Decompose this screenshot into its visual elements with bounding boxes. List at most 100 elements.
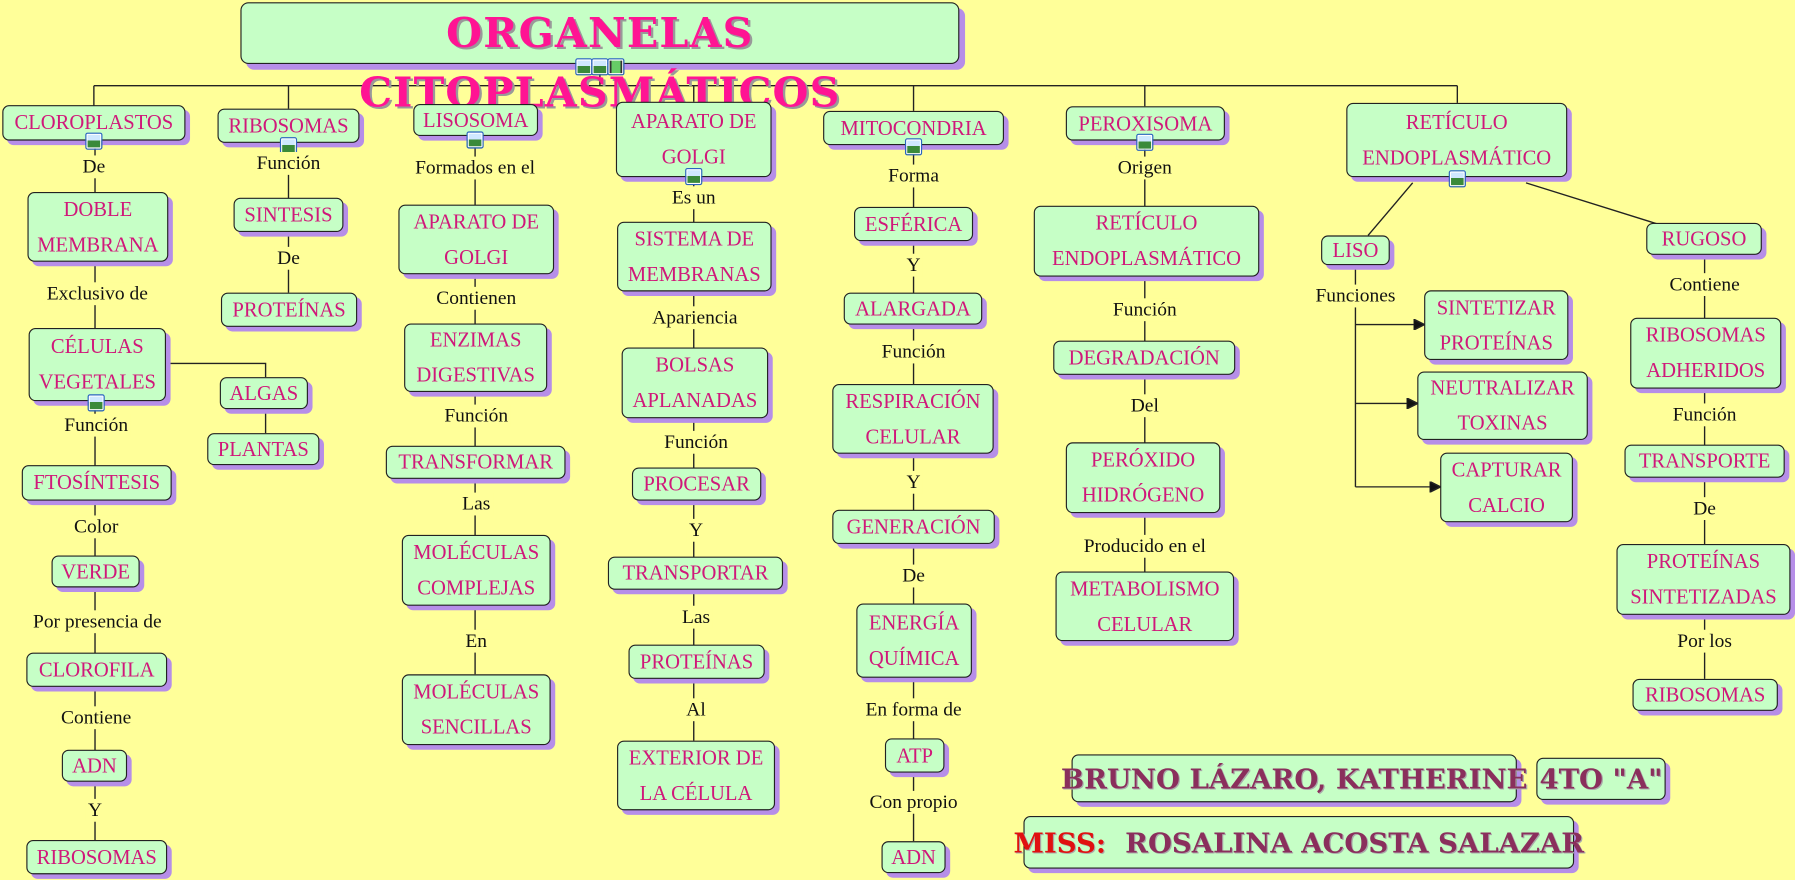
link-label: En forma de xyxy=(863,698,964,722)
audio-icon[interactable] xyxy=(575,58,593,76)
node-algas[interactable]: ALGAS xyxy=(219,377,308,410)
link-label: Contienen xyxy=(433,286,519,310)
miss-label: MISS: xyxy=(1013,825,1107,859)
link-label: Función xyxy=(879,340,948,364)
teacher-name: ROSALINA ACOSTA SALAZAR xyxy=(1106,825,1585,859)
node-energia-quimica[interactable]: ENERGÍA QUÍMICA xyxy=(856,603,972,678)
image-icon[interactable] xyxy=(1448,170,1466,188)
node-ribosomas[interactable]: RIBOSOMAS xyxy=(26,840,168,875)
link-label: Contiene xyxy=(58,706,134,730)
grade-label: 4TO "A" xyxy=(1536,757,1666,801)
author-name: BRUNO LÁZARO, KATHERINE xyxy=(1061,754,1528,803)
link-label: Apariencia xyxy=(649,306,740,330)
link-label: Exclusivo de xyxy=(44,282,151,306)
link-label: Y xyxy=(686,518,706,542)
node-proteinas[interactable]: PROTEÍNAS xyxy=(220,292,358,327)
node-neutralizar-toxinas[interactable]: NEUTRALIZAR TOXINAS xyxy=(1417,371,1588,441)
node-transporte[interactable]: TRANSPORTE xyxy=(1624,444,1785,478)
node-clorofila[interactable]: CLOROFILA xyxy=(26,652,168,687)
link-label: Y xyxy=(904,470,923,494)
node-adn[interactable]: ADN xyxy=(881,841,946,874)
link-label: Las xyxy=(459,492,493,516)
node-cloroplastos[interactable]: CLOROPLASTOS xyxy=(2,105,186,141)
node-rugoso[interactable]: RUGOSO xyxy=(1646,222,1762,255)
node-lisosoma[interactable]: LISOSOMA xyxy=(413,104,539,137)
node-proteinas[interactable]: PROTEÍNAS xyxy=(628,644,765,679)
image-icon[interactable] xyxy=(85,132,103,150)
link-label: De xyxy=(1690,497,1719,521)
link-label: Y xyxy=(85,798,105,822)
node-metabolismo-celular[interactable]: METABOLISMO CELULAR xyxy=(1055,571,1235,642)
link-label: Por los xyxy=(1675,629,1735,653)
link-label: En xyxy=(463,629,490,653)
link-label: De xyxy=(80,155,108,179)
link-label: Formados en el xyxy=(412,156,538,180)
link-label: Contiene xyxy=(1667,273,1743,297)
link-label: Al xyxy=(684,698,709,722)
node-sintetizar-proteinas[interactable]: SINTETIZAR PROTEÍNAS xyxy=(1424,290,1569,361)
node-reticulo-endoplasmatico[interactable]: RETÍCULO ENDOPLASMÁTICO xyxy=(1346,102,1568,178)
link-label: Color xyxy=(71,515,121,539)
node-procesar[interactable]: PROCESAR xyxy=(631,467,762,501)
node-respiracion-celular[interactable]: RESPIRACIÓN CELULAR xyxy=(832,384,994,454)
node-transformar[interactable]: TRANSFORMAR xyxy=(385,445,566,479)
node-alargada[interactable]: ALARGADA xyxy=(843,292,983,325)
image-icon[interactable] xyxy=(1136,133,1154,151)
node-aparato-de-golgi[interactable]: APARATO DE GOLGI xyxy=(398,204,555,275)
link-label: Función xyxy=(61,413,131,437)
node-peroxisoma[interactable]: PEROXISOMA xyxy=(1065,106,1225,141)
link-label: De xyxy=(899,564,928,588)
link-label: De xyxy=(274,246,303,270)
link-label: Las xyxy=(679,605,713,629)
node-mitocondria[interactable]: MITOCONDRIA xyxy=(823,110,1004,146)
page-title: ORGANELAS CITOPLASMÁTICOS xyxy=(240,2,960,117)
image-icon[interactable] xyxy=(685,168,703,186)
node-fotosintesis[interactable]: FTOSÍNTESIS xyxy=(21,465,172,501)
node-doble-membrana[interactable]: DOBLE MEMBRANA xyxy=(27,192,169,262)
node-atp[interactable]: ATP xyxy=(884,738,945,773)
image-icon[interactable] xyxy=(591,58,609,76)
teacher-box: MISS: ROSALINA ACOSTA SALAZAR xyxy=(1014,816,1584,869)
node-plantas[interactable]: PLANTAS xyxy=(207,433,320,466)
node-ribosomas[interactable]: RIBOSOMAS xyxy=(1632,678,1778,711)
node-reticulo-endoplasmatico[interactable]: RETÍCULO ENDOPLASMÁTICO xyxy=(1033,205,1260,277)
node-degradacion[interactable]: DEGRADACIÓN xyxy=(1053,340,1236,375)
node-esferica[interactable]: ESFÉRICA xyxy=(854,206,974,242)
link-label: Producido en el xyxy=(1081,534,1209,558)
node-exterior-de-la-celula[interactable]: EXTERIOR DE LA CÉLULA xyxy=(617,740,776,811)
node-capturar-calcio[interactable]: CAPTURAR CALCIO xyxy=(1440,452,1573,523)
node-proteinas-sintetizadas[interactable]: PROTEÍNAS SINTETIZADAS xyxy=(1616,544,1791,615)
node-sistema-de-membranas[interactable]: SISTEMA DE MEMBRANAS xyxy=(617,221,772,292)
node-peroxido-hidrogeno[interactable]: PERÓXIDO HIDRÓGENO xyxy=(1065,442,1221,514)
link-label: Y xyxy=(904,253,923,277)
link-label: Del xyxy=(1128,394,1162,418)
node-moleculas-sencillas[interactable]: MOLÉCULAS SENCILLAS xyxy=(401,674,551,746)
node-celulas-vegetales[interactable]: CÉLULAS VEGETALES xyxy=(28,328,166,402)
node-sintesis[interactable]: SINTESIS xyxy=(233,197,344,233)
link-label: Función xyxy=(442,404,511,428)
link-label: Función xyxy=(254,152,323,175)
link-label: Forma xyxy=(885,164,942,188)
link-label: Funciones xyxy=(1313,284,1398,308)
node-transportar[interactable]: TRANSPORTAR xyxy=(607,556,784,590)
node-generacion[interactable]: GENERACIÓN xyxy=(832,509,995,545)
link-label: Función xyxy=(661,430,731,454)
link-label: Función xyxy=(1670,403,1739,427)
link-label: Con propio xyxy=(867,790,960,814)
node-ribosomas-adheridos[interactable]: RIBOSOMAS ADHERIDOS xyxy=(1630,317,1782,389)
node-bolsas-aplanadas[interactable]: BOLSAS APLANADAS xyxy=(621,347,769,419)
link-label: Función xyxy=(1110,298,1179,322)
video-icon[interactable] xyxy=(607,58,625,76)
link-label: Por presencia de xyxy=(30,610,164,634)
node-aparato-de-golgi[interactable]: APARATO DE GOLGI xyxy=(615,101,772,178)
link-label: Es un xyxy=(669,186,718,210)
image-icon[interactable] xyxy=(87,394,105,412)
node-adn[interactable]: ADN xyxy=(61,749,128,782)
image-icon[interactable] xyxy=(904,138,923,156)
node-moleculas-complejas[interactable]: MOLÉCULAS COMPLEJAS xyxy=(401,534,551,606)
image-icon[interactable] xyxy=(466,131,484,149)
node-enzimas-digestivas[interactable]: ENZIMAS DIGESTIVAS xyxy=(404,323,548,393)
node-verde[interactable]: VERDE xyxy=(51,555,140,588)
node-liso[interactable]: LISO xyxy=(1321,235,1390,266)
